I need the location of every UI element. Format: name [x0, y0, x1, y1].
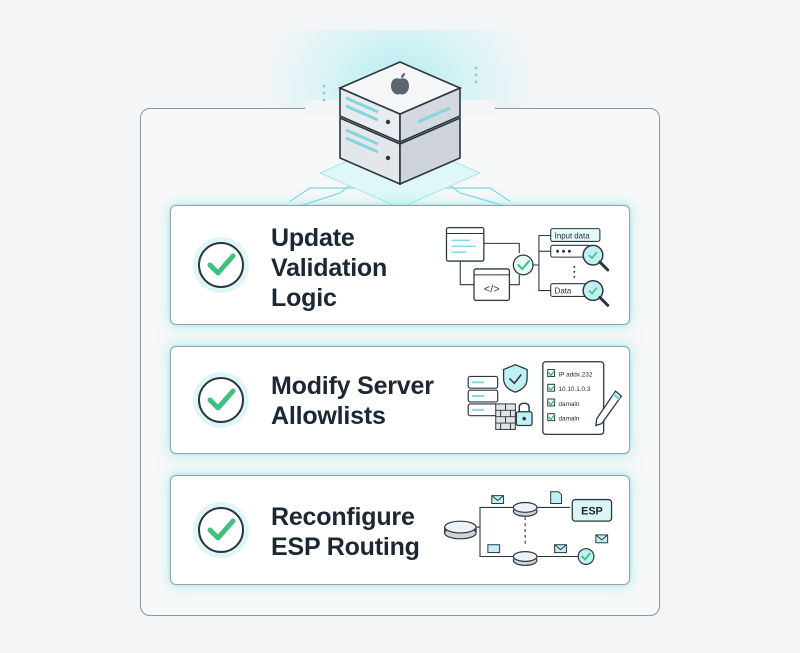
data-label: Data: [555, 287, 572, 296]
svg-text:damaln: damaln: [559, 401, 580, 408]
svg-text:IP addx.232: IP addx.232: [559, 371, 593, 378]
allowlist-illustration: IP addx.232 10.10.1.0.3 damaln damaln: [467, 361, 623, 435]
step-card-update-validation: Update Validation Logic </> Input data: [170, 205, 630, 325]
router-icon: [512, 501, 538, 517]
pencil-icon: [595, 390, 623, 427]
file-icon: [550, 491, 562, 504]
esp-label: ESP: [581, 505, 603, 517]
apple-logo-icon: [391, 73, 409, 95]
router-icon: [444, 520, 477, 540]
step-title: Modify Server Allowlists: [271, 372, 434, 430]
envelope-icon: [487, 544, 501, 554]
server-unit-bottom: [339, 116, 461, 186]
step-card-reconfigure-esp: Reconfigure ESP Routing ESP: [170, 475, 630, 585]
step-card-modify-allowlists: Modify Server Allowlists: [170, 346, 630, 454]
svg-text:damaln: damaln: [559, 416, 580, 423]
svg-text:</>: </>: [484, 284, 500, 296]
shield-icon: [502, 363, 528, 393]
envelope-icon: [554, 544, 567, 554]
router-icon: [512, 551, 538, 566]
step-title: Update Validation Logic: [271, 224, 388, 312]
check-circle-icon: [193, 502, 249, 558]
magnifier-icon: [582, 244, 610, 272]
padlock-icon: [515, 402, 533, 427]
allowlist-document: IP addx.232 10.10.1.0.3 damaln damaln: [542, 361, 605, 435]
input-data-label: Input data: [555, 231, 591, 240]
firewall-icon: [495, 403, 516, 430]
validation-flow-illustration: </> Input data Data: [445, 226, 610, 307]
envelope-icon: [595, 534, 609, 544]
envelope-icon: [491, 495, 505, 504]
esp-routing-illustration: ESP: [444, 491, 613, 566]
magnifier-icon: [582, 279, 610, 307]
step-title: Reconfigure ESP Routing: [271, 503, 420, 561]
check-circle-icon: [193, 237, 249, 293]
server-illustration: [290, 61, 510, 209]
check-circle-icon: [193, 372, 249, 428]
svg-text:10.10.1.0.3: 10.10.1.0.3: [559, 386, 591, 393]
